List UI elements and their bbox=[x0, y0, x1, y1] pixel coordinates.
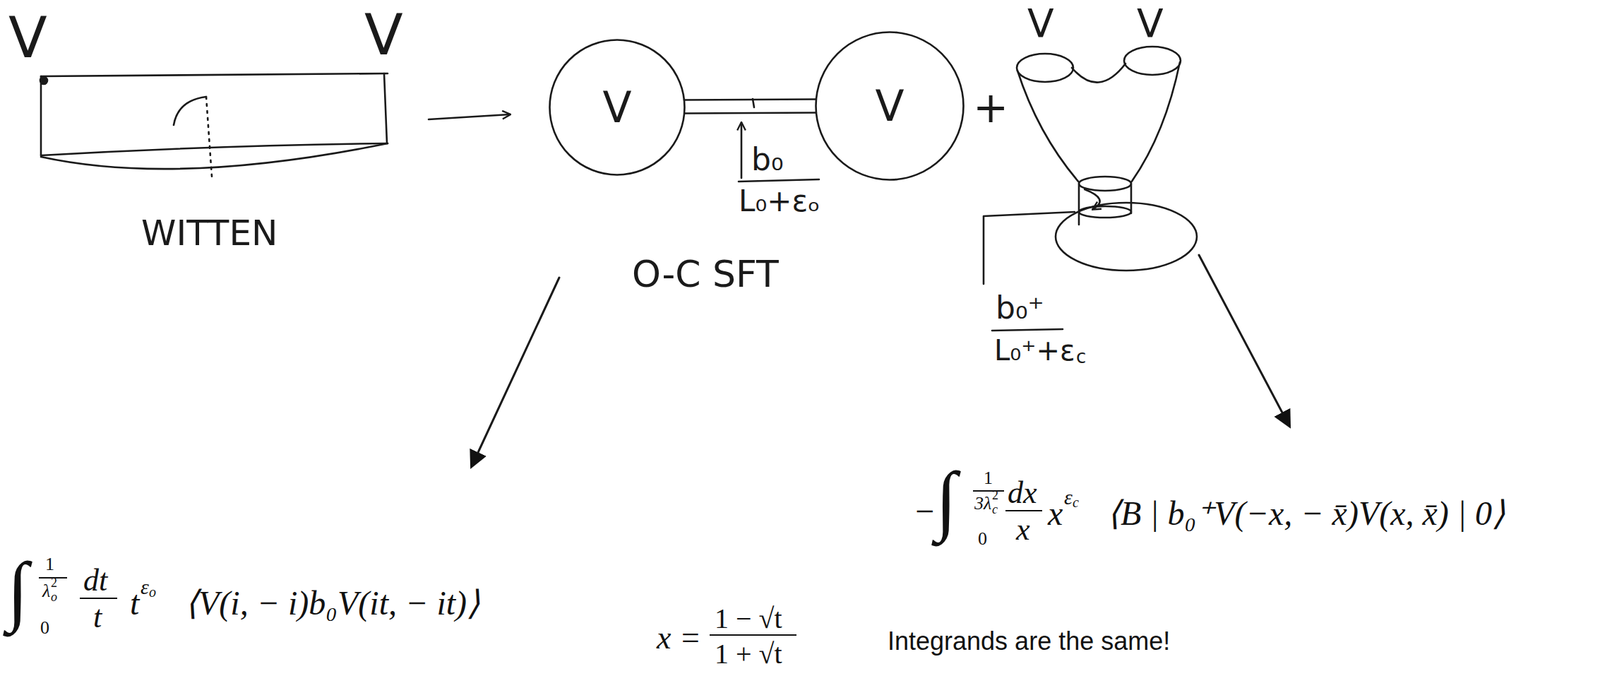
propagator-numerator: b₀ bbox=[751, 144, 784, 176]
fraction-denominator: 1 + √t bbox=[714, 639, 783, 668]
lower-limit: 0 bbox=[40, 618, 50, 637]
strip-lens-lower bbox=[40, 143, 388, 169]
propagator-strip bbox=[684, 99, 817, 114]
tube-wall bbox=[1078, 183, 1081, 225]
insertion-arrow bbox=[740, 122, 743, 178]
vertex-label: V bbox=[1136, 4, 1164, 44]
upper-limit: 1 bbox=[45, 554, 55, 574]
vertex-label: V bbox=[8, 9, 48, 67]
tube-rim bbox=[1078, 176, 1132, 191]
integral-sign: ∫ bbox=[935, 460, 957, 539]
strip-right bbox=[384, 73, 387, 144]
subscript: c bbox=[992, 502, 998, 516]
vertex-label: V bbox=[874, 84, 904, 128]
map-arrow bbox=[428, 114, 510, 120]
plus-sign: + bbox=[972, 86, 1009, 129]
exponent: ε bbox=[1064, 486, 1073, 508]
diagram-name: WITTEN bbox=[141, 215, 278, 251]
strip-arc-hidden bbox=[206, 96, 212, 177]
vertex-circle: V bbox=[548, 38, 686, 176]
fraction-bar bbox=[79, 597, 118, 599]
boundary-disk bbox=[1055, 202, 1197, 271]
propagator-denominator: L₀⁺+ε bbox=[994, 336, 1076, 365]
correlator: ⟨V(i, − i)b₀V(it, − it)⟩ bbox=[184, 586, 481, 620]
subscript: c bbox=[1072, 494, 1079, 510]
vertex-label: V bbox=[364, 7, 404, 64]
subscript: o bbox=[50, 590, 58, 604]
subscript: c bbox=[1076, 347, 1086, 366]
change-of-variable: x = bbox=[656, 621, 702, 654]
fraction-numerator: 1 − √t bbox=[714, 604, 783, 633]
pants-left bbox=[1017, 70, 1079, 183]
propagator-denominator: L₀+εₒ bbox=[738, 186, 821, 217]
upper-limit: 3λ bbox=[974, 494, 992, 513]
exponent: ε bbox=[140, 576, 149, 598]
integral-sign: ∫ bbox=[7, 550, 29, 629]
diagram-name: O-C SFT bbox=[631, 255, 779, 293]
vertex-label: V bbox=[602, 86, 632, 129]
tube-arrow bbox=[1084, 189, 1101, 210]
upper-limit: λ bbox=[42, 581, 51, 601]
circle-shape bbox=[550, 40, 685, 176]
subscript: o bbox=[148, 584, 157, 599]
vertex-loop bbox=[1124, 46, 1181, 75]
superscript: 2 bbox=[50, 576, 58, 589]
fraction-bar bbox=[738, 179, 820, 182]
fraction-bar bbox=[1005, 509, 1043, 512]
tube-wall bbox=[1130, 183, 1133, 214]
result-arrow bbox=[1198, 254, 1290, 426]
minus-sign: − bbox=[915, 494, 935, 529]
strip-dot bbox=[40, 76, 48, 85]
correlator: ⟨B | b₀⁺V(−x, − x̄)V(x, x̄) | 0⟩ bbox=[1107, 496, 1506, 531]
lower-limit: 0 bbox=[977, 529, 988, 548]
pants-crotch bbox=[1071, 63, 1126, 83]
vertex-label: V bbox=[1027, 4, 1055, 44]
note: Integrands are the same! bbox=[887, 628, 1170, 654]
circle-content: V bbox=[814, 31, 965, 181]
strip-left bbox=[40, 76, 43, 156]
vertex-circle: V bbox=[814, 31, 965, 181]
circle-shape bbox=[816, 32, 964, 181]
pants-right bbox=[1131, 62, 1180, 183]
measure: dt bbox=[83, 564, 108, 596]
upper-limit: 1 bbox=[983, 468, 993, 488]
circle-content: V bbox=[548, 38, 686, 176]
measure: dx bbox=[1007, 477, 1038, 509]
power-base: t bbox=[129, 586, 140, 620]
measure: x bbox=[1016, 514, 1031, 546]
superscript: 2 bbox=[992, 488, 999, 502]
power-base: x bbox=[1047, 496, 1063, 531]
bracket-leader bbox=[983, 211, 1075, 284]
measure: t bbox=[93, 601, 102, 633]
fraction-bar bbox=[992, 329, 1063, 331]
propagator-numerator: b₀⁺ bbox=[995, 292, 1045, 324]
fraction-bar bbox=[972, 490, 1005, 492]
fraction-bar bbox=[709, 634, 797, 636]
result-arrow bbox=[471, 277, 560, 467]
strip-arc bbox=[173, 96, 207, 125]
vertex-loop bbox=[1016, 53, 1074, 82]
strip-top bbox=[40, 73, 388, 77]
